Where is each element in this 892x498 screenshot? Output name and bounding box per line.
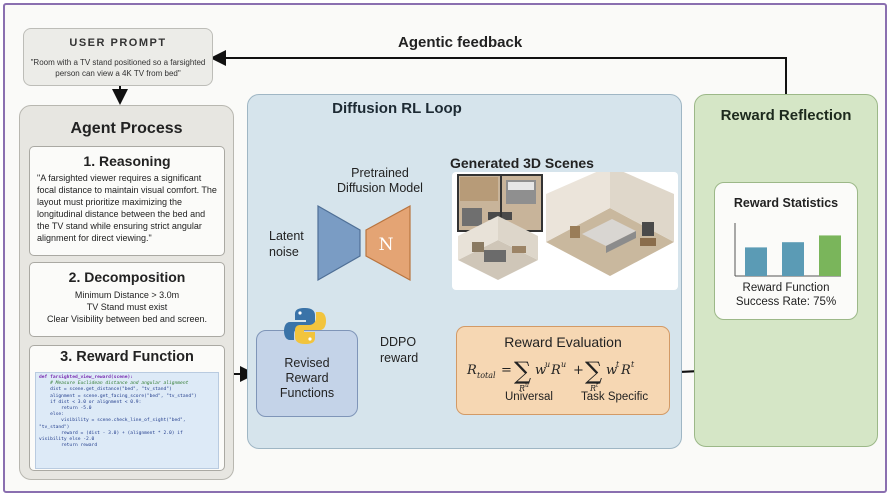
reward-bar <box>782 242 804 276</box>
success-line: Reward Function <box>742 282 830 294</box>
revised-line: Revised <box>284 356 330 370</box>
topdown-room-image <box>457 174 543 232</box>
ddpo-line: DDPO <box>380 335 417 349</box>
code-line: visibility else -2.0 <box>39 437 95 443</box>
revised-label: Revised Reward Functions <box>257 356 357 401</box>
diffusion-model-graphic: N <box>317 204 411 282</box>
code-line: def farsighted_view_reward(scene): <box>39 375 134 380</box>
latent-noise-line: Latent <box>269 229 304 243</box>
generated-scenes-images <box>452 166 678 290</box>
code-line: return -5.0 <box>39 406 92 412</box>
decomposition-card: 2. Decomposition Minimum Distance > 3.0m… <box>29 262 225 337</box>
success-rate-text: Reward Function Success Rate: 75% <box>715 281 857 309</box>
reward-reflection-title: Reward Reflection <box>720 107 852 124</box>
decoder-trapezoid <box>365 204 411 282</box>
reward-evaluation-box: Reward Evaluation R total = ∑ R u w u R … <box>456 326 670 415</box>
diffusion-loop-title: Diffusion RL Loop <box>332 100 462 117</box>
agent-process-panel: Agent Process 1. Reasoning "A farsighted… <box>19 105 234 480</box>
latent-noise-label: Latent noise <box>269 228 304 260</box>
code-line: visibility = scene.check_line_of_sight("… <box>39 418 186 424</box>
reward-formula: R total = ∑ R u w u R u + ∑ R t w t R t <box>466 357 635 393</box>
code-line: return reward <box>39 443 98 449</box>
isometric-room-large-image <box>546 166 674 276</box>
code-line: else: <box>39 412 64 418</box>
python-logo-icon <box>284 308 326 344</box>
ddpo-reward-label: DDPO reward <box>380 334 418 366</box>
reward-function-heading: 3. Reward Function <box>60 349 194 365</box>
code-line: if dist < 3.0 or alignment < 0.9: <box>39 399 142 405</box>
sum2-term: w <box>606 363 617 378</box>
sum2-sub: R <box>589 384 596 393</box>
model-letter: N <box>379 235 394 255</box>
sum-symbol-2: ∑ <box>585 357 602 385</box>
sum1-sub-sup: u <box>525 382 529 389</box>
pretrained-model-line: Diffusion Model <box>337 181 423 195</box>
revised-line: Reward <box>285 371 329 385</box>
revised-line: Functions <box>279 386 335 400</box>
reward-bar <box>745 247 767 276</box>
sum1-sup: u <box>545 360 550 369</box>
universal-label: Universal <box>505 391 553 403</box>
decomposition-line: Clear Visibility between bed and screen. <box>47 314 207 324</box>
pretrained-model-line: Pretrained <box>351 166 409 180</box>
reasoning-heading: 1. Reasoning <box>83 153 171 169</box>
reward-function-code: def farsighted_view_reward(scene): # Mea… <box>35 372 219 469</box>
success-line: Success Rate: 75% <box>735 296 837 308</box>
encoder-trapezoid <box>317 204 361 282</box>
sum2-R-sup: t <box>631 360 635 369</box>
decomposition-line: Minimum Distance > 3.0m <box>74 290 180 300</box>
generated-scenes-title: Generated 3D Scenes <box>450 155 594 171</box>
reward-evaluation-title: Reward Evaluation <box>504 334 622 350</box>
user-prompt-box: USER PROMPT "Room with a TV stand positi… <box>23 28 213 86</box>
agent-process-title: Agent Process <box>70 120 183 137</box>
agentic-feedback-arrow <box>210 50 787 94</box>
sum2-sup: t <box>616 360 620 369</box>
formula-lhs: R <box>466 363 477 378</box>
sum1-sub: R <box>518 384 525 393</box>
reasoning-card: 1. Reasoning "A farsighted viewer requir… <box>29 146 225 256</box>
latent-noise-line: noise <box>269 245 299 259</box>
reward-function-card: 3. Reward Function def farsighted_view_r… <box>29 345 225 471</box>
sum-symbol-1: ∑ <box>514 357 531 385</box>
sum2-R: R <box>620 363 631 378</box>
user-prompt-text: "Room with a TV stand positioned so a fa… <box>30 58 206 78</box>
decomposition-line: TV Stand must exist <box>86 302 168 312</box>
ddpo-line: reward <box>380 351 419 365</box>
reasoning-text: "A farsighted viewer requires a signific… <box>37 173 217 243</box>
reward-statistics-title: Reward Statistics <box>733 196 839 210</box>
pretrained-model-label: Pretrained Diffusion Model <box>328 166 432 196</box>
code-line: "tv_stand") <box>39 424 70 430</box>
sum1-term: w <box>535 363 546 378</box>
reward-bar-chart <box>734 223 841 277</box>
formula-equals: = <box>501 363 512 378</box>
sum2-sub-sup: t <box>596 382 599 389</box>
code-line: # Measure Euclidean distance and angular… <box>39 381 189 387</box>
code-line: alignment = scene.get_facing_score("bed"… <box>39 393 197 399</box>
code-line: reward = (dist - 3.0) + (alignment * 2.0… <box>39 430 183 436</box>
formula-lhs-sub: total <box>477 371 496 380</box>
formula-plus: + <box>573 363 584 378</box>
revised-reward-functions-box: Revised Reward Functions <box>256 330 358 417</box>
reward-bar <box>819 235 841 276</box>
sum1-R: R <box>550 363 561 378</box>
room-renders <box>457 166 674 280</box>
task-specific-label: Task Specific <box>581 391 649 403</box>
sum1-R-sup: u <box>561 360 566 369</box>
decomposition-heading: 2. Decomposition <box>68 269 186 285</box>
user-prompt-title: USER PROMPT <box>69 37 167 49</box>
agentic-feedback-label: Agentic feedback <box>398 34 523 51</box>
code-line: dist = scene.get_distance("bed", "tv_sta… <box>39 387 172 393</box>
isometric-room-small-image <box>458 216 538 280</box>
reward-statistics-card: Reward Statistics Reward Function Succes… <box>714 182 858 320</box>
